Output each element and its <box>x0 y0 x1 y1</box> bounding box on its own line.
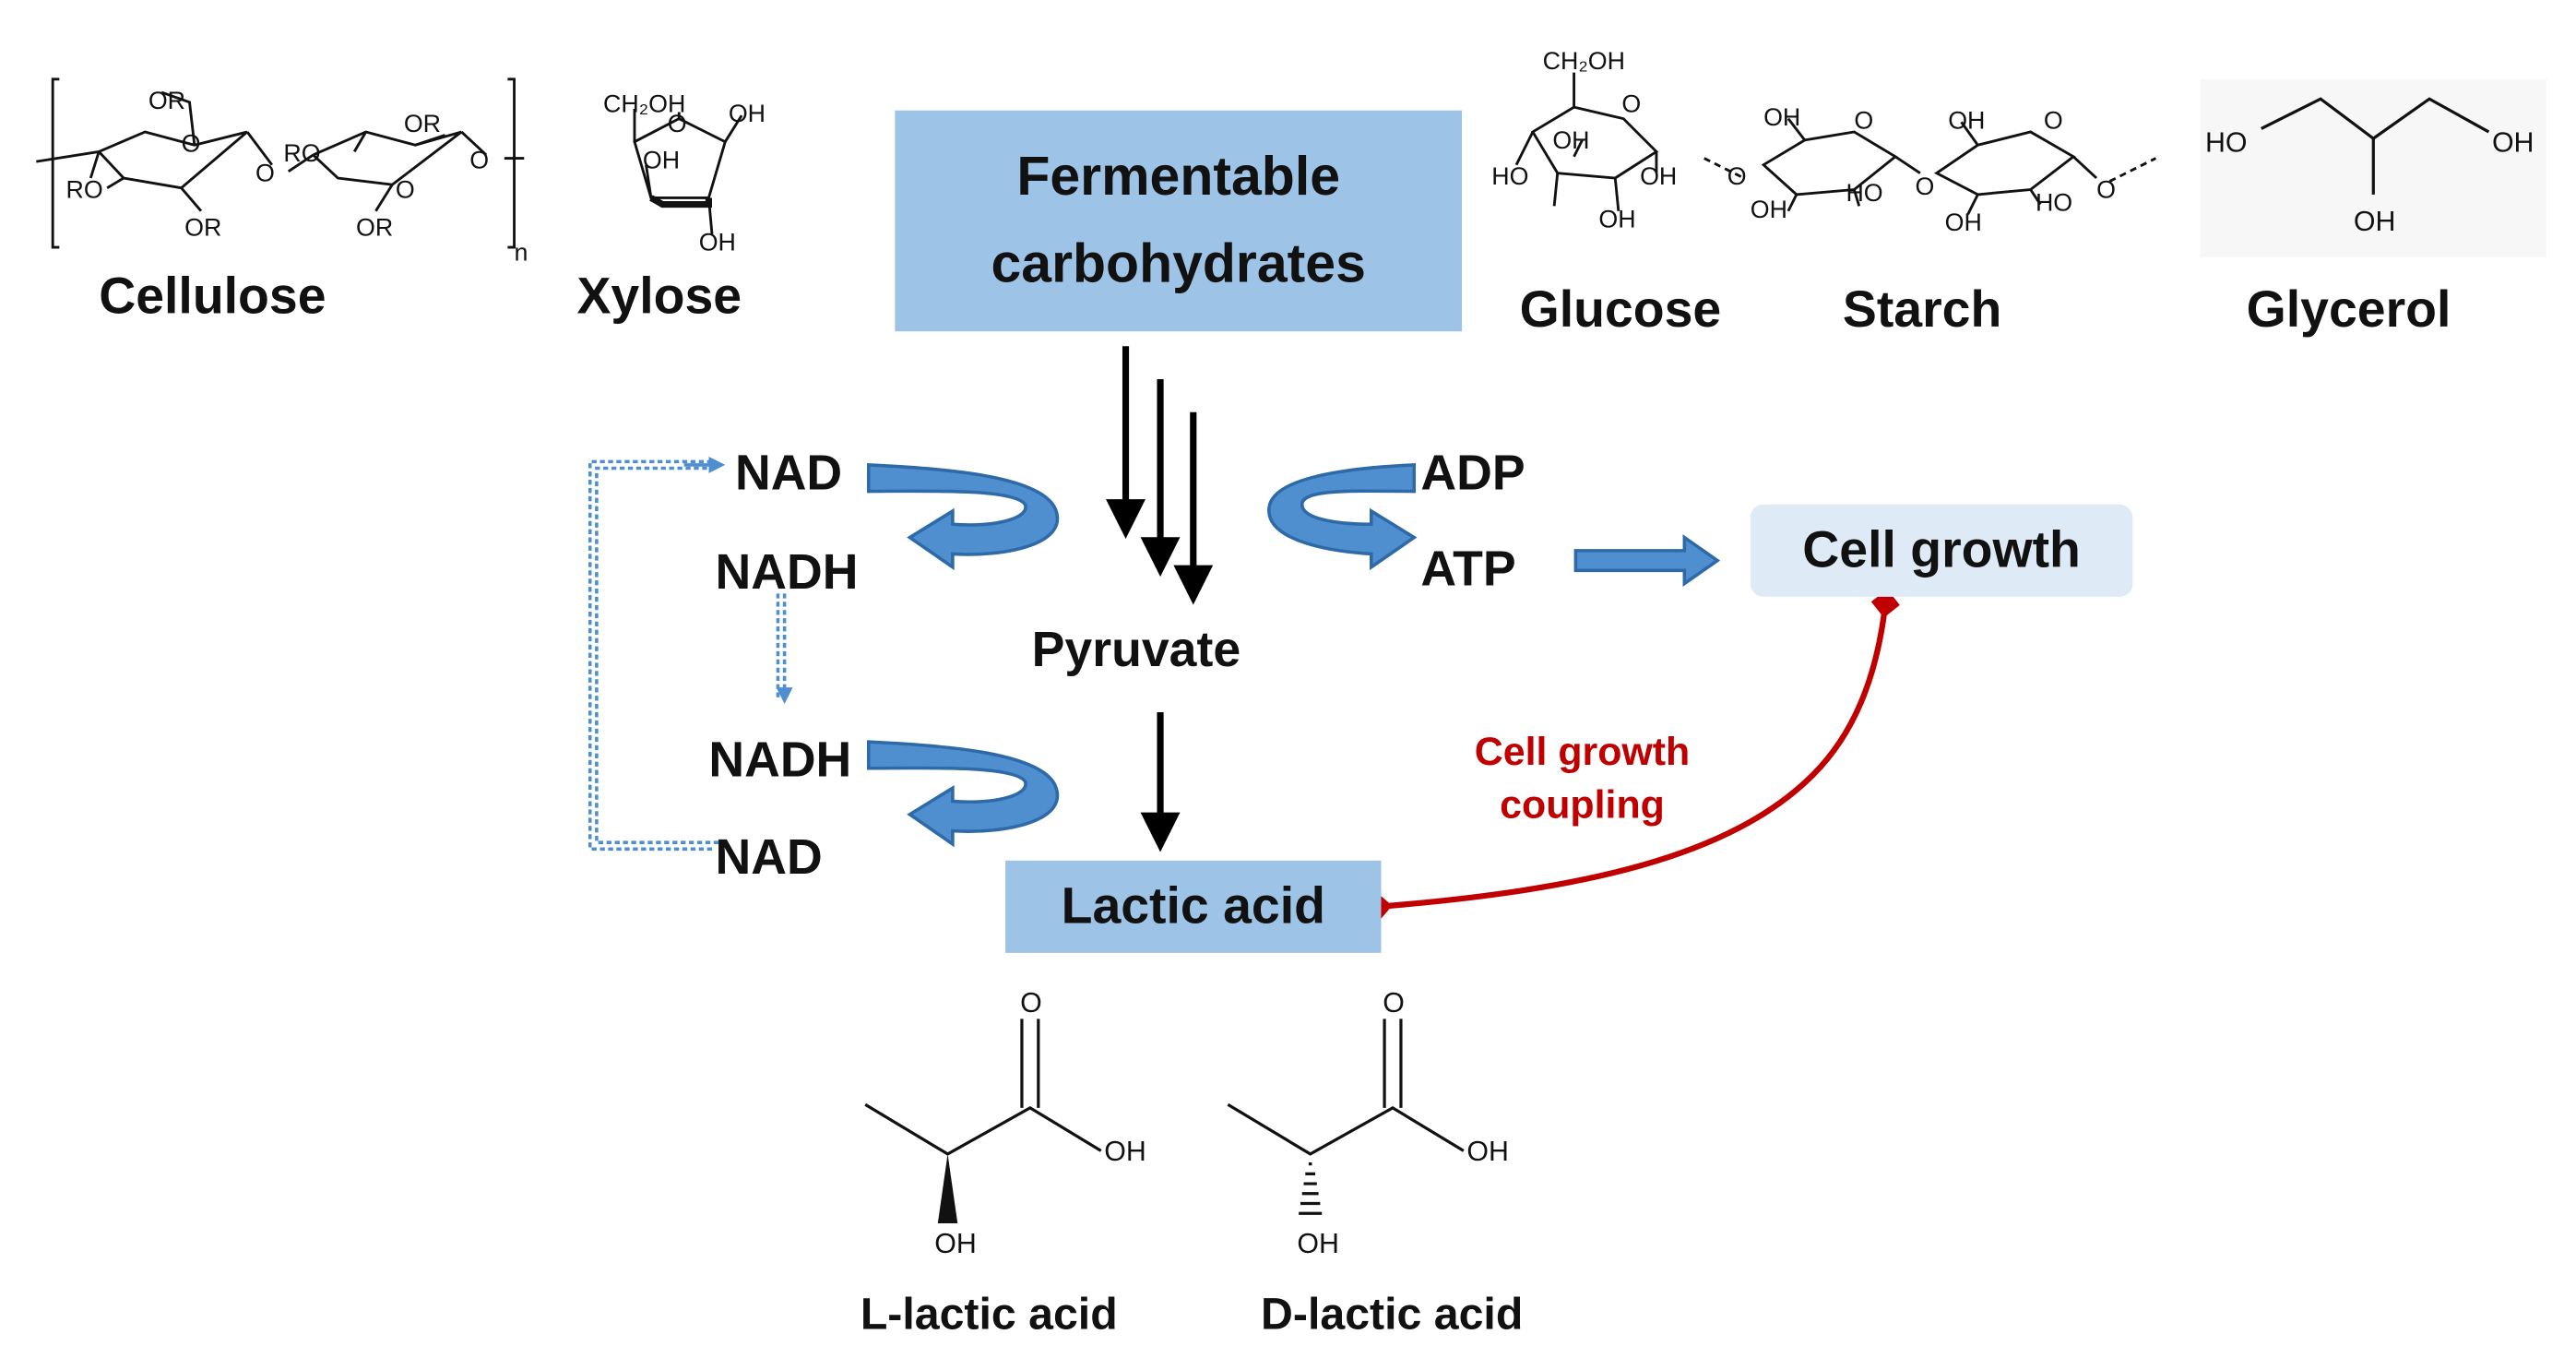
svg-text:OH: OH <box>729 100 766 127</box>
svg-text:OR: OR <box>184 214 221 242</box>
nadh-oxidation-curve-bottom <box>866 740 1059 848</box>
svg-text:HO: HO <box>2036 189 2072 217</box>
d-lactic-acid-label: D-lactic acid <box>1261 1289 1524 1340</box>
fermentable-carbohydrates-label: Fermentable carbohydrates <box>991 145 1366 294</box>
svg-text:OR: OR <box>404 110 441 137</box>
svg-text:O: O <box>1727 162 1747 190</box>
svg-text:OR: OR <box>356 214 393 242</box>
svg-text:OH: OH <box>1751 196 1787 223</box>
glucose-label: Glucose <box>1519 280 1722 339</box>
fermentable-carbohydrates-box: Fermentable carbohydrates <box>895 110 1463 332</box>
svg-text:OH: OH <box>1945 208 1982 236</box>
nadh-transfer-dashed-arrow <box>776 593 793 705</box>
svg-text:OH: OH <box>2492 127 2534 158</box>
svg-text:OH: OH <box>1466 1137 1509 1167</box>
cell-growth-label: Cell growth <box>1802 520 2081 579</box>
svg-text:OH: OH <box>1297 1229 1339 1259</box>
growth-coupling-curve <box>1363 589 1900 922</box>
cellulose-atom-labels: OR RO OR O O RO OR O OR O n <box>65 87 528 266</box>
cellulose-structure <box>36 77 525 249</box>
lactic-acid-label: Lactic acid <box>1061 876 1325 935</box>
growth-coupling-label: Cell growth coupling <box>1451 727 1715 834</box>
svg-text:RO: RO <box>65 175 102 203</box>
svg-text:O: O <box>1020 988 1042 1019</box>
nad-reduction-curve-top <box>866 463 1059 571</box>
svg-text:CH₂OH: CH₂OH <box>603 90 685 118</box>
atp-generation-curve <box>1267 463 1418 571</box>
svg-text:O: O <box>396 175 415 203</box>
xylose-structure <box>633 108 743 234</box>
growth-coupling-line1: Cell growth <box>1474 730 1691 775</box>
svg-text:OH: OH <box>1104 1137 1146 1167</box>
svg-text:O: O <box>668 110 687 137</box>
starch-structure <box>1703 117 2157 215</box>
glycerol-atom-labels: HO OH OH <box>2205 127 2534 237</box>
svg-text:OH: OH <box>1948 106 1985 134</box>
lactic-acid-box: Lactic acid <box>1005 860 1382 953</box>
d-lactic-acid-structure <box>1227 1019 1465 1215</box>
nadh-top-label: NADH <box>715 545 859 601</box>
svg-text:O: O <box>2096 175 2116 203</box>
svg-text:n: n <box>515 238 528 266</box>
svg-text:OH: OH <box>1598 206 1635 233</box>
xylose-label: Xylose <box>576 267 742 326</box>
svg-text:CH₂OH: CH₂OH <box>1543 47 1625 75</box>
svg-text:O: O <box>1621 90 1641 118</box>
pyruvate-label: Pyruvate <box>1031 623 1241 678</box>
svg-text:HO: HO <box>2205 127 2248 158</box>
glycerol-structure <box>2261 97 2490 195</box>
glucose-atom-labels: CH₂OH O OH HO OH OH <box>1491 47 1677 233</box>
svg-text:OH: OH <box>1640 162 1677 190</box>
svg-text:OH: OH <box>699 229 736 256</box>
svg-text:OH: OH <box>934 1229 977 1259</box>
nad-top-label: NAD <box>735 447 843 502</box>
nad-recycle-dashed-loop <box>588 456 726 852</box>
svg-text:O: O <box>1915 173 1934 200</box>
svg-text:OH: OH <box>2354 207 2396 237</box>
growth-coupling-line2: coupling <box>1500 783 1665 828</box>
glycolysis-arrows <box>1106 346 1214 605</box>
svg-text:O: O <box>1383 988 1405 1019</box>
lactic-atom-labels: O OH OH O OH OH <box>934 988 1509 1259</box>
nadh-bottom-label: NADH <box>708 733 852 789</box>
l-lactic-acid-structure <box>864 1019 1102 1156</box>
nad-bottom-label: NAD <box>715 830 823 886</box>
cellulose-label: Cellulose <box>99 267 326 326</box>
glycerol-label: Glycerol <box>2246 280 2451 339</box>
svg-text:O: O <box>469 146 489 173</box>
svg-text:HO: HO <box>1491 162 1528 190</box>
svg-text:O: O <box>2044 106 2063 134</box>
l-lactic-acid-label: L-lactic acid <box>860 1289 1118 1340</box>
svg-text:OH: OH <box>1763 103 1800 131</box>
starch-atom-labels: OH O O OH HO O OH O OH HO O <box>1727 103 2116 236</box>
svg-text:OR: OR <box>148 87 185 114</box>
cell-growth-box: Cell growth <box>1750 504 2133 597</box>
svg-text:HO: HO <box>1846 179 1882 207</box>
svg-text:OH: OH <box>1552 126 1589 154</box>
starch-label: Starch <box>1842 280 2002 339</box>
glucose-structure <box>1514 72 1659 211</box>
l-lactic-wedge-bond <box>937 1153 958 1223</box>
adp-label: ADP <box>1420 447 1525 502</box>
atp-label: ATP <box>1420 542 1516 597</box>
svg-text:RO: RO <box>283 139 320 167</box>
svg-text:OH: OH <box>643 146 680 173</box>
svg-text:O: O <box>182 129 201 157</box>
svg-text:O: O <box>255 160 275 187</box>
svg-text:O: O <box>1854 106 1873 134</box>
xylose-atom-labels: CH₂OH OH O OH OH <box>603 90 766 256</box>
atp-to-cell-growth-arrow <box>1573 534 1721 588</box>
